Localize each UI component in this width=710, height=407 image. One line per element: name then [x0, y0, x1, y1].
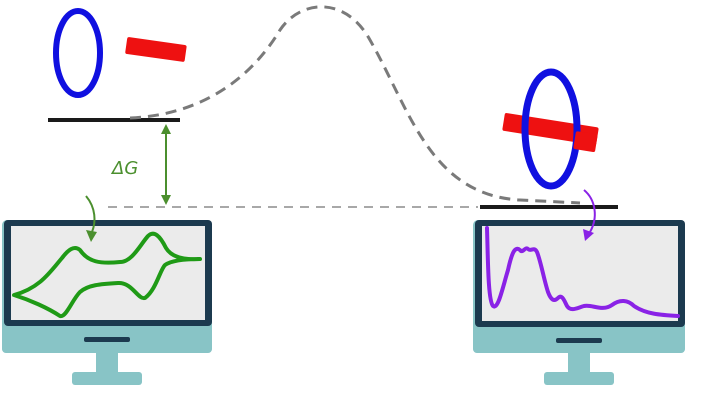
right-curved-arrow — [583, 189, 596, 241]
left-monitor-logo — [84, 337, 130, 342]
left-monitor-base — [72, 372, 142, 385]
delta-g-label: ΔG — [110, 158, 138, 179]
right-monitor-neck — [568, 353, 590, 373]
delta-g-arrow — [161, 124, 171, 205]
right-monitor — [473, 220, 685, 385]
right-monitor-base — [544, 372, 614, 385]
voltammogram-trace — [12, 231, 202, 319]
spectrum-trace — [485, 226, 680, 318]
left-curved-arrow — [85, 195, 97, 242]
free-ring-icon — [53, 8, 103, 98]
right-monitor-screen — [482, 226, 678, 321]
threaded-ring-icon — [521, 68, 581, 190]
energy-barrier-curve — [129, 5, 581, 205]
free-rod-icon — [125, 37, 187, 62]
left-monitor-neck — [96, 353, 118, 373]
threaded-complex-icon — [502, 68, 599, 190]
right-monitor-logo — [556, 338, 602, 343]
